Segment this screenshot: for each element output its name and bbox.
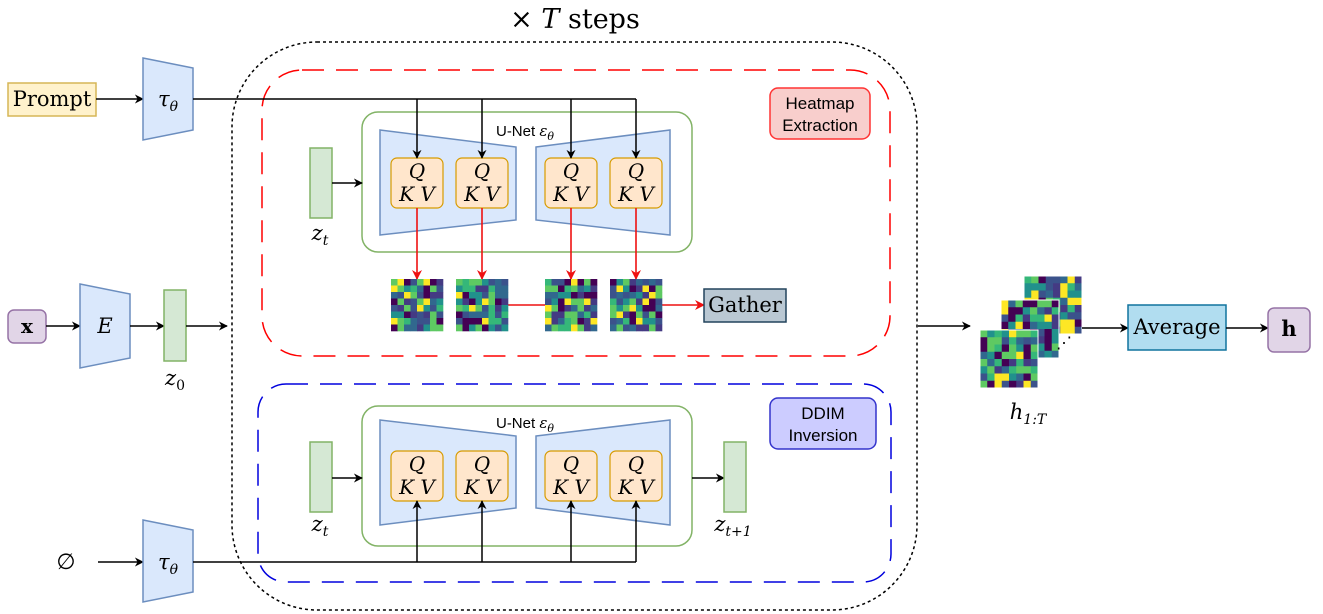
timestep-loop-box [231, 41, 918, 611]
average-label: Average [1132, 315, 1220, 339]
attention-heatmap-3 [545, 279, 598, 332]
attn-block-top-1: Q K V [390, 157, 444, 209]
svg-text:K V: K V [398, 475, 437, 499]
svg-text:Q: Q [563, 452, 579, 476]
attn-block-bottom-2: Q K V [455, 450, 509, 502]
latent-zt-bottom-label: zt [311, 512, 329, 540]
svg-text:K V: K V [398, 182, 437, 206]
svg-text:Q: Q [474, 159, 490, 183]
diagram-title: × T steps [510, 4, 640, 35]
svg-text:K V: K V [552, 182, 591, 206]
heatmap-extraction-tag [769, 87, 871, 140]
text-encoder-bottom-label: τθ [158, 550, 179, 578]
svg-text:Q: Q [563, 159, 579, 183]
latent-z0 [163, 289, 187, 362]
attn-block-top-2: Q K V [455, 157, 509, 209]
gather-box [703, 288, 787, 323]
latent-zt1-label: zt+1 [713, 512, 751, 540]
image-encoder-e [79, 283, 131, 369]
ddim-tag-line1: DDIM [801, 404, 844, 423]
stack-label: h1:T [1010, 400, 1048, 428]
svg-text:K V: K V [617, 182, 656, 206]
svg-text:Q: Q [474, 452, 490, 476]
attention-heatmap-1 [391, 279, 444, 332]
latent-z0-label: z0 [164, 366, 185, 394]
text-encoder-top [142, 57, 194, 141]
attn-block-bottom-1: Q K V [390, 450, 444, 502]
svg-text:Q: Q [628, 159, 644, 183]
svg-text:K V: K V [617, 475, 656, 499]
attention-heatmap-4 [610, 279, 663, 332]
attn-block-bottom-4: Q K V [609, 450, 663, 502]
svg-text:Q: Q [409, 159, 425, 183]
null-prompt-symbol: ∅ [56, 550, 75, 575]
image-input-x-label: x [21, 314, 34, 338]
attn-block-top-3: Q K V [544, 157, 598, 209]
latent-zt-bottom [309, 441, 333, 513]
stack-ellipsis: ⋰ [1056, 333, 1072, 352]
latent-zt-top [309, 147, 333, 219]
attention-map-arrows [412, 208, 705, 310]
heatmap-stack [979, 275, 1083, 389]
average-box [1127, 304, 1227, 351]
latent-zt-top-label: zt [311, 221, 329, 249]
svg-text:K V: K V [463, 475, 502, 499]
gather-label: Gather [708, 293, 783, 317]
text-encoder-top-label: τθ [158, 87, 179, 115]
ddim-inversion-region [257, 383, 892, 583]
image-encoder-e-label: E [96, 314, 112, 338]
ddim-tag-line2: Inversion [789, 426, 858, 445]
svg-text:Q: Q [409, 452, 425, 476]
attn-block-top-4: Q K V [609, 157, 663, 209]
svg-text:K V: K V [552, 475, 591, 499]
attn-block-bottom-3: Q K V [544, 450, 598, 502]
heatmap-tag-line1: Heatmap [786, 94, 855, 113]
svg-text:K V: K V [463, 182, 502, 206]
ddim-inversion-tag [769, 397, 877, 450]
null-conditioning-lines [193, 500, 641, 563]
unet-bottom-label: U-Net εθ [496, 414, 554, 435]
heatmap-tag-line2: Extraction [782, 116, 858, 135]
attention-heatmap-2 [456, 279, 509, 332]
unet-top-label: U-Net εθ [496, 122, 554, 143]
heatmap-extraction-region [261, 69, 891, 357]
latent-zt1 [723, 441, 747, 513]
svg-text:Q: Q [628, 452, 644, 476]
output-h [1267, 307, 1311, 353]
output-h-label: h [1281, 316, 1296, 341]
prompt-label: Prompt [13, 87, 92, 111]
text-encoder-bottom [142, 519, 194, 603]
prompt-conditioning-lines [193, 98, 641, 159]
